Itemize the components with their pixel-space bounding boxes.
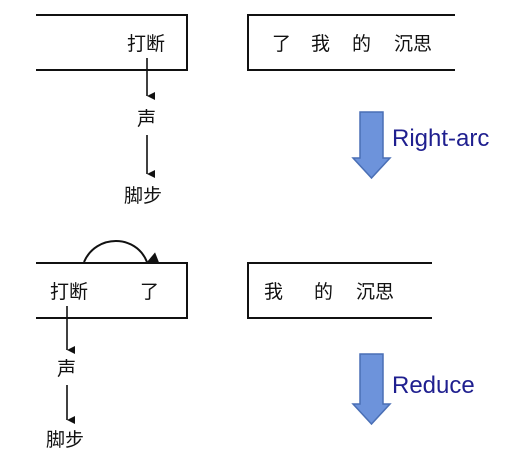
buffer-word: 沉思: [394, 33, 432, 55]
buffer-word: 的: [314, 281, 333, 303]
stack-word: 了: [140, 281, 159, 303]
dependency-tree-before: 声 脚步: [124, 58, 162, 207]
buffer-word: 我: [264, 281, 283, 303]
buffer-word: 沉思: [356, 281, 394, 303]
tree-node: 声: [137, 108, 156, 130]
buffer-word: 的: [352, 33, 371, 55]
buffer-box-after: 我 的 沉思: [247, 262, 432, 319]
down-arrow-icon: [351, 353, 392, 426]
action-reduce: Reduce: [351, 353, 475, 426]
stack-box-before: 打断: [36, 14, 188, 71]
action-right-arc: Right-arc: [351, 111, 489, 180]
dependency-tree-after: 声 脚步: [46, 306, 84, 451]
stack-word: 打断: [127, 33, 165, 55]
tree-node: 脚步: [124, 185, 162, 207]
stack-word: 打断: [50, 281, 88, 303]
right-arc-edge: [83, 240, 160, 264]
action-label: Right-arc: [392, 125, 489, 152]
buffer-box-before: 了 我 的 沉思: [247, 14, 455, 71]
action-label: Reduce: [392, 372, 475, 399]
buffer-word: 了: [272, 33, 291, 55]
down-arrow-icon: [351, 111, 392, 180]
tree-node: 脚步: [46, 429, 84, 451]
stack-box-after: 打断 了: [36, 240, 188, 319]
buffer-word: 我: [311, 33, 330, 55]
tree-node: 声: [57, 358, 76, 380]
